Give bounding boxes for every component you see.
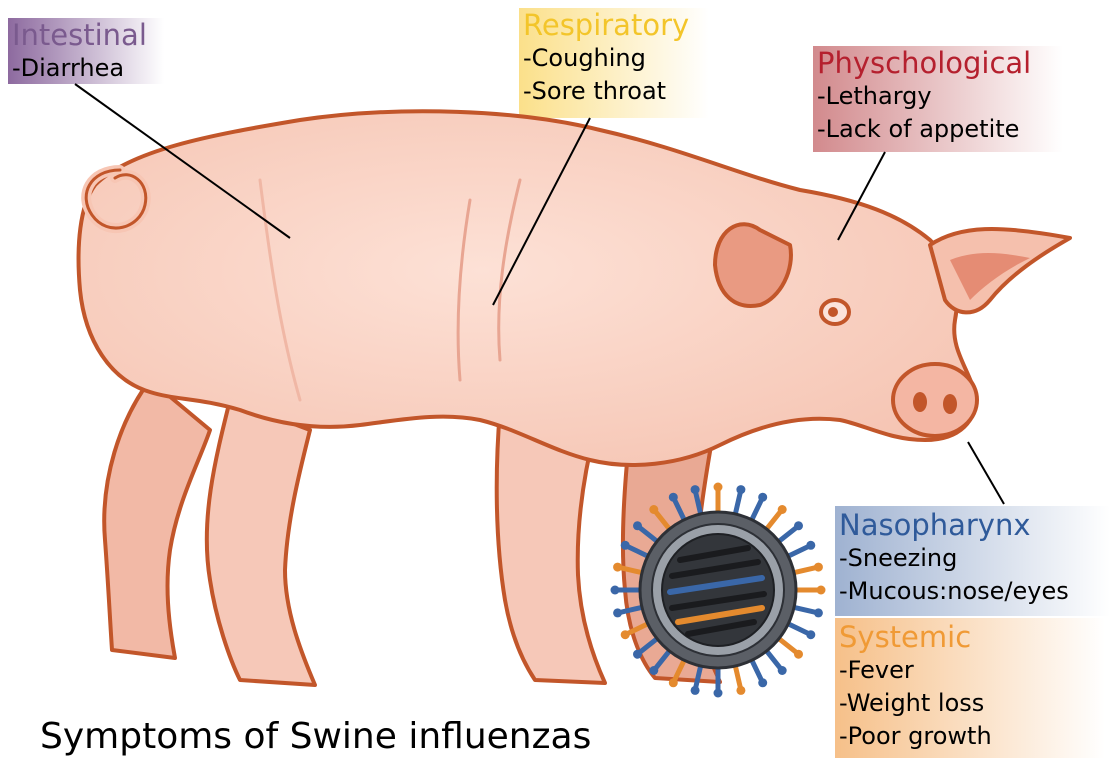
virus-spike-tip	[621, 630, 630, 639]
virus-spike-tip	[736, 686, 745, 695]
virus-spike-tip	[621, 541, 630, 550]
virus-spike-tip	[794, 521, 803, 530]
virus-spike	[765, 512, 780, 531]
systemic-label: Systemic -Fever -Weight loss -Poor growt…	[835, 620, 992, 753]
virus-spike	[787, 623, 809, 633]
intestinal-title: Intestinal	[8, 18, 147, 52]
nasopharynx-leader-line	[968, 442, 1004, 504]
systemic-item: -Weight loss	[835, 687, 992, 720]
respiratory-item: -Sore throat	[519, 75, 689, 108]
systemic-item: -Fever	[835, 654, 992, 687]
page-title: Symptoms of Swine influenzas	[40, 716, 591, 757]
systemic-title: Systemic	[835, 620, 992, 654]
virus-spike	[751, 500, 761, 522]
virus-spike-tip	[758, 493, 767, 502]
virus-spike-tip	[691, 485, 700, 494]
intestinal-item: -Diarrhea	[8, 52, 147, 85]
nasopharynx-title: Nasopharynx	[835, 508, 1069, 542]
virus-spike-tip	[794, 650, 803, 659]
virus-spike-tip	[649, 666, 658, 675]
psychological-label: Physchological -Lethargy -Lack of appeti…	[813, 46, 1031, 146]
virus-spike-tip	[613, 608, 622, 617]
respiratory-label: Respiratory -Coughing -Sore throat	[519, 8, 689, 108]
virus-spike-tip	[714, 483, 723, 492]
virus-spike	[735, 664, 740, 687]
psychological-title: Physchological	[813, 46, 1031, 80]
virus-spike-tip	[669, 678, 678, 687]
virus-spike-tip	[814, 608, 823, 617]
virus-spike-tip	[669, 493, 678, 502]
virus-spike-tip	[613, 563, 622, 572]
virus-spike-tip	[611, 586, 620, 595]
virus-spike	[787, 547, 809, 557]
virus-spike	[777, 528, 796, 543]
respiratory-item: -Coughing	[519, 42, 689, 75]
virus-spike-tip	[714, 689, 723, 698]
virus-spike	[751, 659, 761, 681]
virus-spike-tip	[736, 485, 745, 494]
virus-spike-tip	[691, 686, 700, 695]
nasopharynx-item: -Mucous:nose/eyes	[835, 575, 1069, 608]
virus-spike-tip	[817, 586, 826, 595]
virus-spike	[792, 607, 815, 612]
systemic-item: -Poor growth	[835, 720, 992, 753]
respiratory-title: Respiratory	[519, 8, 689, 42]
virus-spike-tip	[806, 630, 815, 639]
virus-spike	[792, 568, 815, 573]
nasopharynx-label: Nasopharynx -Sneezing -Mucous:nose/eyes	[835, 508, 1069, 608]
virus-spike-tip	[778, 666, 787, 675]
virus-spike-tip	[758, 678, 767, 687]
virus-spike-tip	[633, 650, 642, 659]
virus-spike-tip	[633, 521, 642, 530]
virus-spike	[765, 649, 780, 668]
psychological-item: -Lack of appetite	[813, 113, 1031, 146]
virus-spike-tip	[778, 505, 787, 514]
virus-spike-tip	[814, 563, 823, 572]
nasopharynx-item: -Sneezing	[835, 542, 1069, 575]
virus-spike-tip	[806, 541, 815, 550]
intestinal-label: Intestinal -Diarrhea	[8, 18, 147, 85]
virus-spike	[777, 637, 796, 652]
psychological-item: -Lethargy	[813, 80, 1031, 113]
virus-spike	[735, 493, 740, 516]
virus-spike-tip	[649, 505, 658, 514]
